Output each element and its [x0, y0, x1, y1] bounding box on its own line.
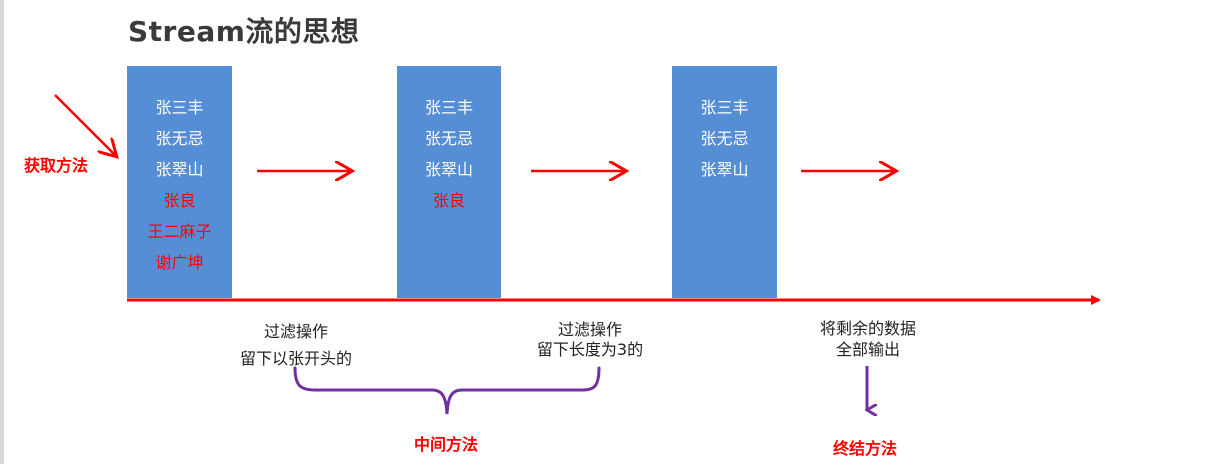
intermediate-brace	[293, 366, 601, 415]
stage-3-item: 张三丰	[700, 98, 749, 117]
output-line-1: 将剩余的数据	[819, 319, 916, 338]
stage-box-2: 张三丰张无忌张翠山张良	[397, 66, 501, 298]
get-method-label: 获取方法	[24, 156, 89, 175]
stage-1-item: 谢广坤	[155, 253, 204, 272]
output-description: 将剩余的数据 全部输出	[798, 318, 938, 360]
stage-box-3: 张三丰张无忌张翠山	[672, 66, 777, 298]
stage-2-item: 张无忌	[424, 129, 473, 148]
stage-3-item: 张翠山	[700, 160, 749, 179]
filter-2-line-2: 留下长度为3的	[536, 340, 644, 359]
output-line-2: 全部输出	[835, 340, 900, 359]
filter-1-line-1: 过滤操作	[263, 322, 328, 341]
stage-1-item: 张三丰	[155, 98, 204, 117]
stage-1-item: 张翠山	[155, 160, 204, 179]
filter-1-line-2: 留下以张开头的	[239, 349, 352, 368]
stage-3-item: 张无忌	[700, 129, 749, 148]
stage-1-item: 王二麻子	[147, 222, 212, 241]
get-method-arrow	[54, 94, 115, 155]
stage-2-item: 张良	[432, 191, 465, 210]
filter-2-line-1: 过滤操作	[557, 320, 622, 339]
left-edge-bar	[0, 0, 4, 464]
stage-1-item: 张无忌	[155, 129, 204, 148]
filter-1-description: 过滤操作 留下以张开头的	[226, 318, 366, 372]
filter-2-description: 过滤操作 留下长度为3的	[520, 320, 660, 360]
stage-2-item: 张三丰	[424, 98, 473, 117]
stage-2-item: 张翠山	[424, 160, 473, 179]
stage-1-item: 张良	[163, 191, 196, 210]
stage-box-1: 张三丰张无忌张翠山张良王二麻子谢广坤	[127, 66, 232, 298]
diagram-title: Stream流的思想	[128, 15, 360, 48]
terminal-method-label: 终结方法	[833, 439, 898, 458]
intermediate-method-label: 中间方法	[414, 435, 479, 454]
